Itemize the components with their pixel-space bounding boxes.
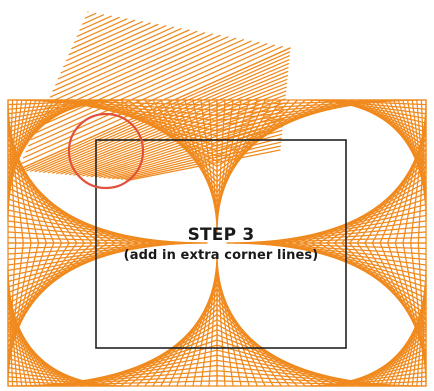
corner-fan-bottom-left	[8, 266, 128, 386]
corner-fan-top-right	[306, 100, 426, 220]
string-art-lines	[8, 12, 426, 386]
corner-fan-bottom-right	[306, 266, 426, 386]
